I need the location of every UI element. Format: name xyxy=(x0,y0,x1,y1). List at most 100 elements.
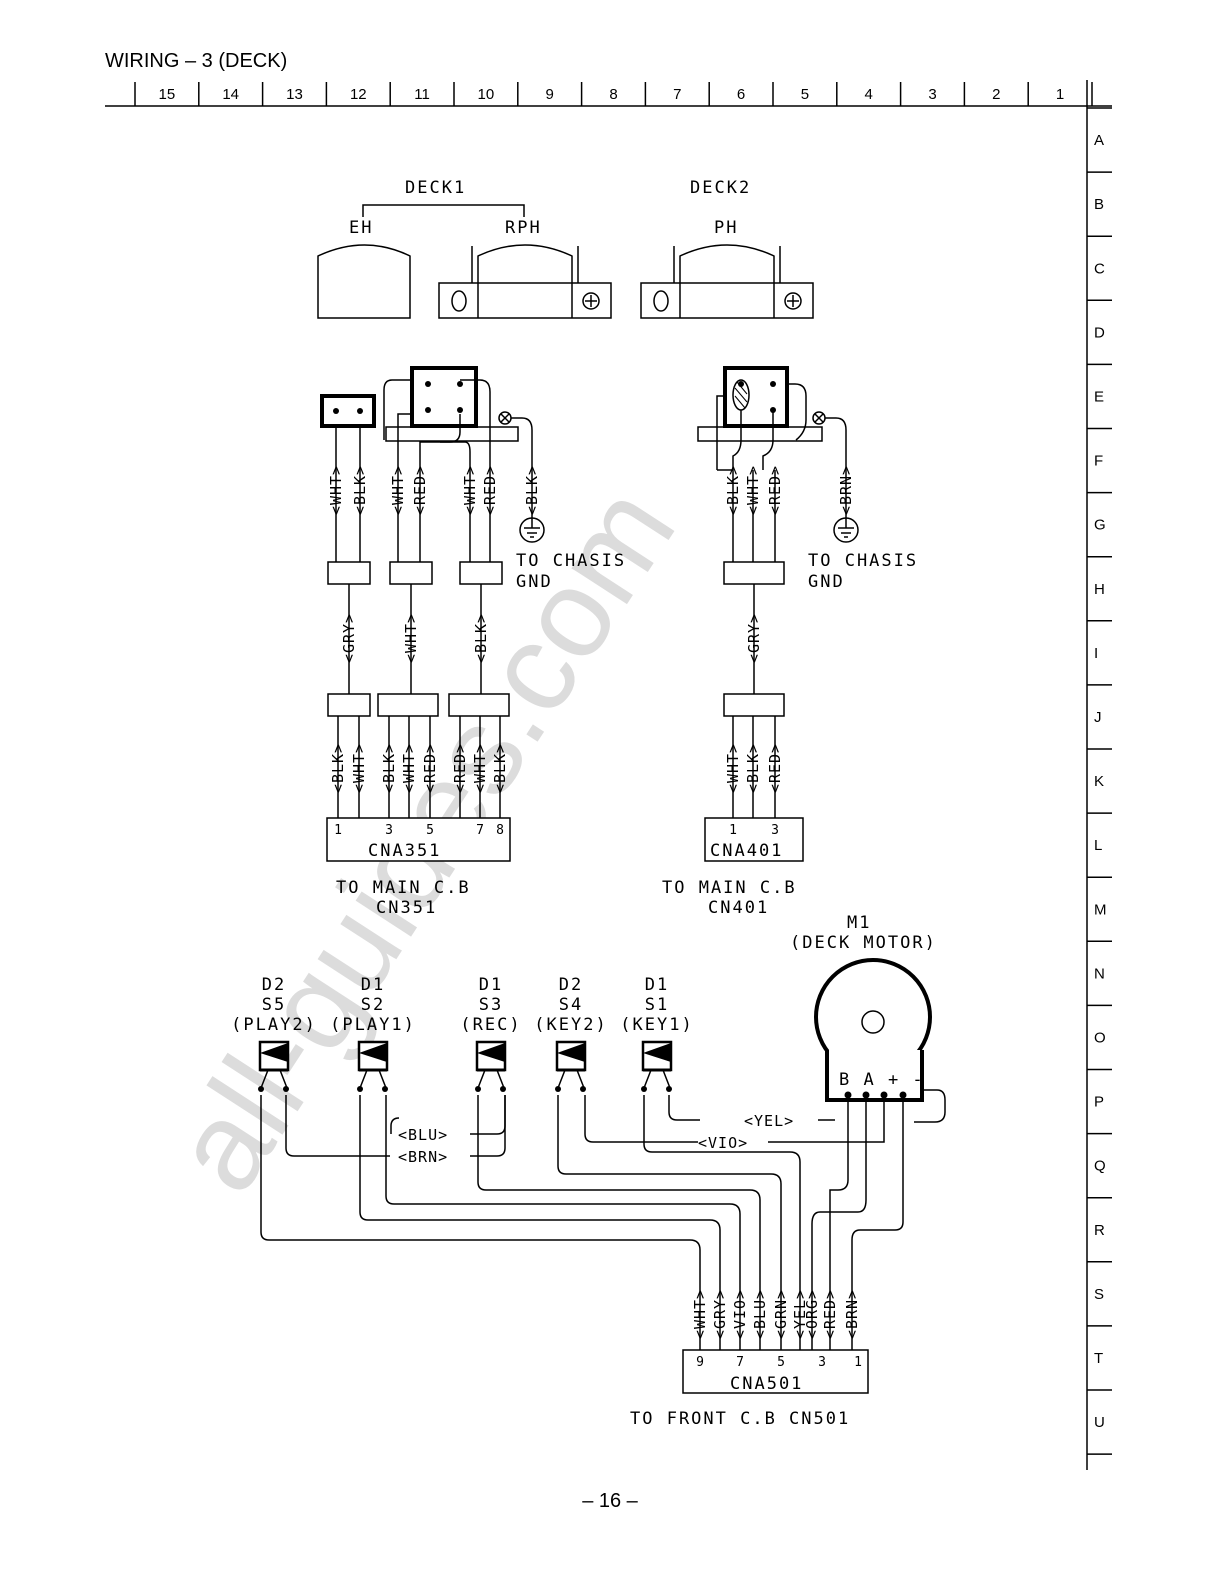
column-label-13: 2 xyxy=(992,86,1000,103)
switch-2-function: (REC) xyxy=(460,1015,521,1035)
cna501-wire-label-3: <BLU> xyxy=(751,1289,769,1339)
column-label-1: 14 xyxy=(222,86,239,103)
deck2-top-wire-label-2: <RED> xyxy=(766,465,784,515)
deck1-bottom-wire-label-2: <BLK> xyxy=(380,743,398,793)
deck1-mid-wire-label-1: <WHT> xyxy=(402,613,420,663)
cna501-pin-4: 1 xyxy=(854,1355,862,1370)
deck1-inline-connector-6 xyxy=(448,693,510,717)
deck2-clamp xyxy=(697,426,823,442)
deck2-ground-label-1: TO CHASIS xyxy=(808,551,918,571)
deck1-bottom-wire-label-6: <WHT> xyxy=(471,743,489,793)
eh-head xyxy=(317,244,411,319)
deck2-bottom-wires xyxy=(732,716,776,818)
switch-4-deck: D1 xyxy=(645,975,669,995)
deck1-ground-label-2: GND xyxy=(516,572,553,592)
cna501-wire-label-1: <GRY> xyxy=(711,1289,729,1339)
row-label-6: G xyxy=(1094,517,1106,534)
rph-label: RPH xyxy=(505,218,542,238)
row-label-17: R xyxy=(1094,1222,1105,1239)
deck2-mid-wire-label-0: <GRY> xyxy=(745,613,763,663)
column-label-4: 11 xyxy=(414,86,430,103)
deck1-bracket xyxy=(362,204,525,217)
deck2-bottom-wire-label-0: <WHT> xyxy=(724,743,742,793)
cna401-connector xyxy=(704,817,804,862)
deck2-inline-connector-1 xyxy=(723,561,785,585)
switch-2-id: S3 xyxy=(479,995,503,1015)
cna351-pin-0: 1 xyxy=(334,823,342,838)
deck1-top-wire-labels: <WHT><BLK><WHT><RED><WHT><RED><BLK> xyxy=(327,465,541,515)
motor-name: (DECK MOTOR) xyxy=(790,933,937,953)
deck2-mid-wire-labels: <GRY> xyxy=(745,613,763,663)
ph-head xyxy=(640,244,814,319)
column-label-2: 13 xyxy=(286,86,303,103)
ph-label: PH xyxy=(714,218,738,238)
cna351-pin-4: 8 xyxy=(496,823,504,838)
cna351-pin-2: 5 xyxy=(426,823,434,838)
row-label-0: A xyxy=(1094,132,1104,149)
cna501-pin-0: 9 xyxy=(696,1355,704,1370)
deck-motor xyxy=(814,958,946,1123)
deck1-inline-connector-5 xyxy=(377,693,439,717)
cna351-dest-1: TO MAIN C.B xyxy=(336,878,471,898)
row-label-18: S xyxy=(1094,1286,1104,1303)
column-label-7: 8 xyxy=(609,86,617,103)
deck1-ground-label-1: TO CHASIS xyxy=(516,551,626,571)
row-label-10: K xyxy=(1094,773,1104,790)
deck1-bottom-wire-label-0: <BLK> xyxy=(329,743,347,793)
deck1-top-wire-label-0: <WHT> xyxy=(327,465,345,515)
switch-1-deck: D1 xyxy=(361,975,385,995)
deck1-top-wire-label-4: <WHT> xyxy=(461,465,479,515)
wire-label-blu: <BLU> xyxy=(398,1126,448,1144)
cna501-wires xyxy=(699,1274,853,1350)
deck1-inline-connector-1 xyxy=(327,561,371,585)
deck1-top-wire-label-6: <BLK> xyxy=(523,465,541,515)
cna401-dest-2: CN401 xyxy=(708,898,769,918)
cna351-pin-1: 3 xyxy=(385,823,393,838)
row-label-3: D xyxy=(1094,324,1105,341)
row-label-2: C xyxy=(1094,260,1105,277)
deck1-bottom-wire-label-5: <RED> xyxy=(451,743,469,793)
switch-4-id: S1 xyxy=(645,995,669,1015)
row-label-13: N xyxy=(1094,965,1105,982)
row-label-11: L xyxy=(1094,837,1102,854)
deck1-bottom-wire-label-7: <BLK> xyxy=(491,743,509,793)
row-label-12: M xyxy=(1094,901,1107,918)
deck1-top-wire-label-5: <RED> xyxy=(481,465,499,515)
cna351-dest-2: CN351 xyxy=(376,898,437,918)
cna351-label: CNA351 xyxy=(368,841,441,861)
column-label-0: 15 xyxy=(159,86,176,103)
deck2-ground xyxy=(812,411,859,543)
deck2-top-wire-label-1: <WHT> xyxy=(744,465,762,515)
deck1-clamp xyxy=(385,426,519,442)
deck2-top-wire-label-0: <BLK> xyxy=(724,465,742,515)
deck2-label: DECK2 xyxy=(690,178,751,198)
deck1-bottom-wire-labels: <BLK><WHT><BLK><WHT><RED><RED><WHT><BLK> xyxy=(329,743,509,793)
deck2-inline-connector-2 xyxy=(723,693,785,717)
cna351-pin-3: 7 xyxy=(476,823,484,838)
switch-3-id: S4 xyxy=(559,995,583,1015)
switch-1-function: (PLAY1) xyxy=(330,1015,416,1035)
cna501-wire-label-8: <BRN> xyxy=(843,1289,861,1339)
eh-connector xyxy=(320,394,376,428)
deck1-top-wire-label-1: <BLK> xyxy=(351,465,369,515)
cna501-label: CNA501 xyxy=(730,1374,803,1394)
motor-id: M1 xyxy=(847,913,871,933)
row-label-20: U xyxy=(1094,1414,1105,1431)
cna501-connector xyxy=(682,1349,869,1394)
cna401-pin-1: 3 xyxy=(771,823,779,838)
row-label-8: I xyxy=(1094,645,1098,662)
column-label-14: 1 xyxy=(1056,86,1064,103)
cna501-pin-3: 3 xyxy=(818,1355,826,1370)
column-label-11: 4 xyxy=(865,86,873,103)
deck1-mid-wire-label-2: <BLK> xyxy=(472,613,490,663)
column-label-5: 10 xyxy=(478,86,495,103)
motor-terminals: B A + - xyxy=(839,1070,925,1090)
switch-2-deck: D1 xyxy=(479,975,503,995)
deck1-inline-connector-4 xyxy=(327,693,371,717)
row-label-9: J xyxy=(1094,709,1102,726)
